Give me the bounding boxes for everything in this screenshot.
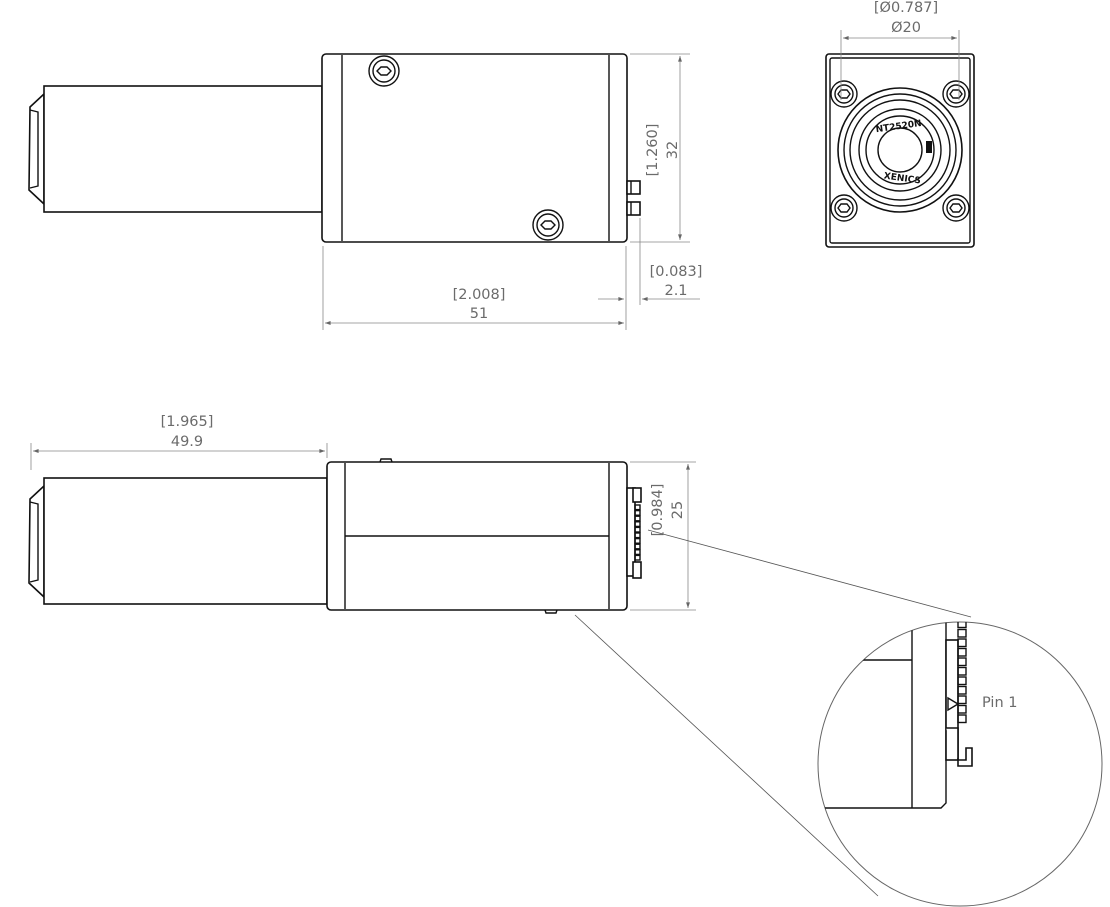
front-screw-tr	[942, 80, 970, 108]
connector-in: [0.083]	[650, 264, 703, 280]
detail-zoom: Pin 1	[817, 621, 1103, 907]
connector-pin	[634, 515, 641, 522]
side-lens-tip	[28, 484, 45, 599]
zoom-pin	[957, 714, 967, 724]
connector-stub	[626, 180, 641, 216]
zoom-pin	[957, 628, 967, 638]
side-connector	[626, 487, 642, 579]
connector-pin	[634, 532, 641, 539]
screw-bottom-right	[532, 209, 564, 241]
side-lens-barrel	[43, 477, 328, 605]
zoom-pin	[957, 647, 967, 657]
connector-pin	[634, 543, 641, 550]
lens-barrel	[43, 85, 323, 213]
zoom-pin	[957, 657, 967, 667]
pin-1-label: Pin 1	[982, 695, 1017, 711]
dimension-lens-length: [1.965] 49.9	[30, 414, 328, 470]
connector-pin	[634, 554, 641, 561]
zoom-pin	[957, 622, 967, 629]
side-height-in: [0.984]	[650, 484, 666, 537]
lens-length-in: [1.965]	[161, 414, 214, 430]
diameter-in: [Ø0.787]	[874, 0, 938, 16]
zoom-pin	[957, 685, 967, 695]
top-width-in: [2.008]	[453, 287, 506, 303]
dimension-diameter: [Ø0.787] Ø20	[840, 0, 960, 100]
connector-pin	[634, 549, 641, 556]
lens-rings	[837, 87, 963, 213]
dimension-side-height: [0.984] 25	[630, 461, 696, 611]
zoom-leader-bottom	[574, 614, 879, 897]
connector-mm: 2.1	[664, 283, 687, 299]
connector-pin	[634, 521, 641, 528]
top-width-mm: 51	[470, 306, 488, 322]
top-view: [1.260] 32 [2.008] 51 [0.083] 2.1	[28, 53, 702, 330]
zoom-leader-top	[647, 529, 972, 618]
screw-top-left	[368, 55, 400, 87]
front-screw-br	[942, 194, 970, 222]
connector-pin	[634, 504, 641, 511]
connector-pin	[634, 509, 641, 516]
lens-tip	[28, 92, 45, 206]
top-height-in: [1.260]	[645, 124, 661, 177]
dimension-connector: [0.083] 2.1	[598, 218, 702, 305]
front-screw-bl	[830, 194, 858, 222]
zoom-pin	[957, 676, 967, 686]
camera-housing	[321, 53, 628, 243]
connector-pin	[634, 526, 641, 533]
front-view: NT2520N XENICS [Ø0.787] Ø20	[825, 0, 975, 248]
side-height-mm: 25	[670, 501, 686, 519]
lens-length-mm: 49.9	[171, 434, 203, 450]
zoom-pin	[957, 666, 967, 676]
diameter-mm: Ø20	[891, 20, 921, 36]
dimension-top-width: [2.008] 51	[322, 246, 627, 330]
zoom-pin	[957, 638, 967, 648]
top-height-mm: 32	[665, 141, 681, 159]
connector-pin	[634, 537, 641, 544]
zoom-pin	[957, 704, 967, 714]
side-view: [1.965] 49.9 [0.984] 25	[28, 414, 972, 897]
zoom-pin	[957, 695, 967, 705]
